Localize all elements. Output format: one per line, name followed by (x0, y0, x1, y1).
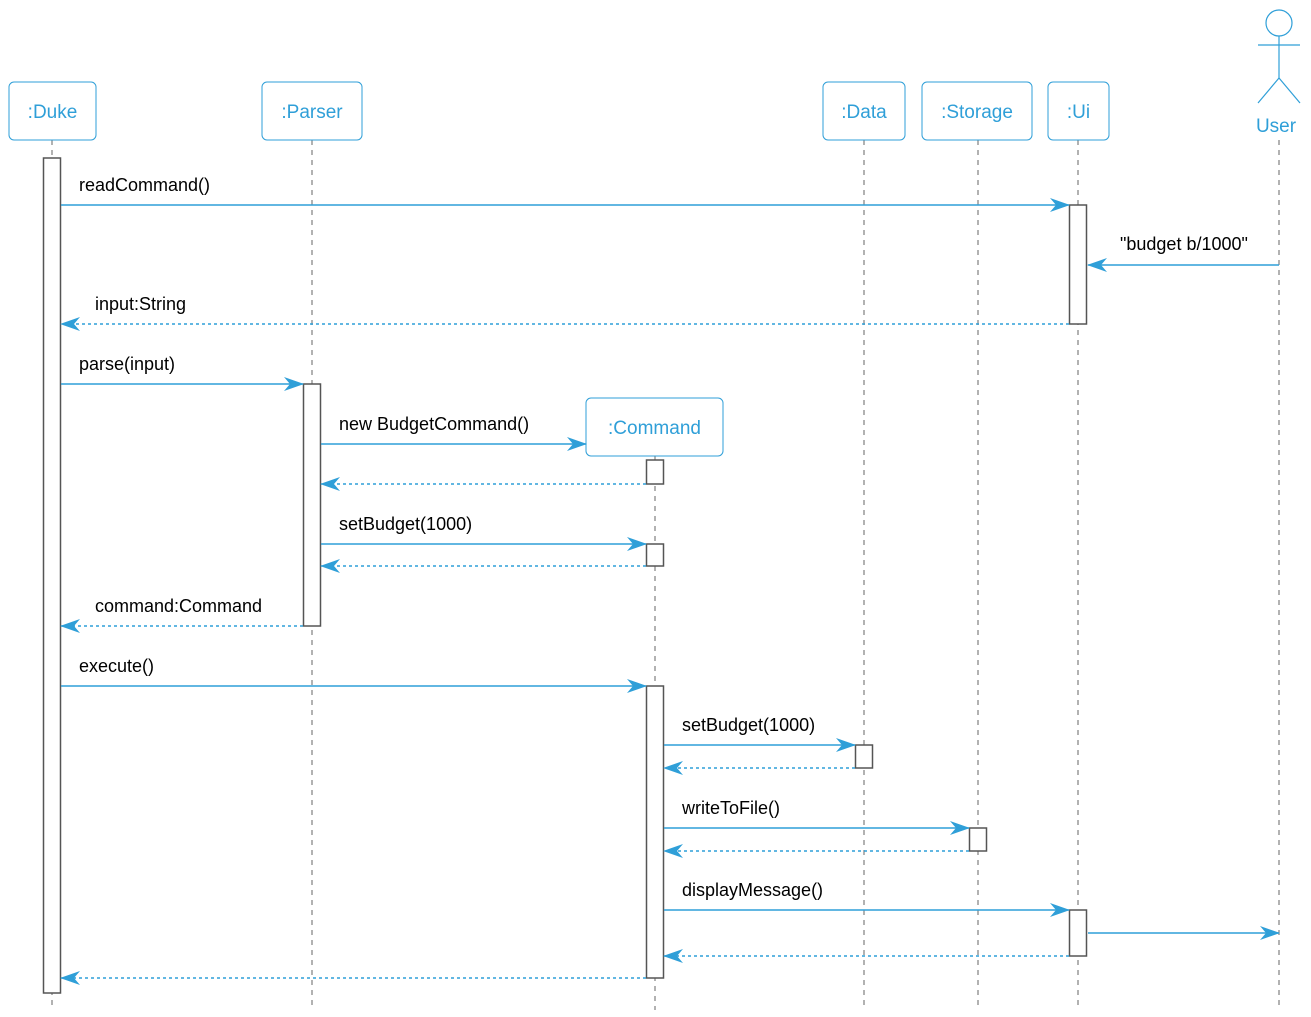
participant-box-storage (921, 81, 1033, 141)
activation-bar-command (645, 543, 665, 567)
activation-bar-storage (968, 827, 988, 852)
participant-label-data: :Data (841, 102, 887, 123)
return-message-8: command:Command (60, 596, 303, 633)
activation-bar-ui (1068, 204, 1088, 325)
activation-bar-data (854, 744, 874, 769)
call-message-1: "budget b/1000" (1087, 234, 1279, 272)
participant-box-command (585, 397, 724, 457)
return-message-2: input:String (60, 294, 1069, 331)
participant-box-duke (8, 81, 97, 141)
message-label: "budget b/1000" (1120, 234, 1248, 254)
call-message-10: setBudget(1000) (664, 715, 856, 752)
message-label: writeToFile() (681, 798, 780, 818)
participant-label-duke: :Duke (28, 102, 78, 123)
message-label: execute() (79, 656, 154, 676)
actor-right-leg (1278, 77, 1301, 104)
call-message-9: execute() (61, 656, 647, 693)
activation-bar-duke (42, 157, 62, 994)
message-label: setBudget(1000) (339, 514, 472, 534)
message-label: displayMessage() (682, 880, 823, 900)
participant-label-user: User (1256, 116, 1297, 137)
message-label: command:Command (95, 596, 262, 616)
participant-ui: :Ui (1047, 81, 1110, 141)
call-message-0: readCommand() (61, 175, 1070, 212)
participant-duke: :Duke (8, 81, 97, 141)
activation-bar-command (645, 459, 665, 485)
message-label: input:String (95, 294, 186, 314)
actor-user: User (1256, 9, 1301, 137)
participant-data: :Data (822, 81, 906, 141)
message-label: parse(input) (79, 354, 175, 374)
participant-parser: :Parser (261, 81, 363, 141)
call-message-6: setBudget(1000) (321, 514, 647, 551)
participant-label-parser: :Parser (281, 102, 343, 123)
activation-bar-ui (1068, 909, 1088, 957)
participant-label-storage: :Storage (941, 102, 1013, 123)
activation-bar-parser (302, 383, 322, 627)
actor-left-leg (1257, 77, 1280, 104)
participant-box-parser (261, 81, 363, 141)
call-message-4: new BudgetCommand() (321, 414, 587, 451)
participant-command: :Command (585, 397, 724, 457)
message-label: setBudget(1000) (682, 715, 815, 735)
call-message-14: displayMessage() (664, 880, 1070, 917)
actor-head (1265, 9, 1293, 37)
call-message-3: parse(input) (61, 354, 304, 391)
call-message-12: writeToFile() (664, 798, 970, 835)
message-label: readCommand() (79, 175, 210, 195)
participant-label-command: :Command (608, 418, 701, 439)
message-label: new BudgetCommand() (339, 414, 529, 434)
participant-label-ui: :Ui (1067, 102, 1090, 123)
participant-box-ui (1047, 81, 1110, 141)
participant-box-data (822, 81, 906, 141)
participant-storage: :Storage (921, 81, 1033, 141)
activation-bar-command (645, 685, 665, 979)
